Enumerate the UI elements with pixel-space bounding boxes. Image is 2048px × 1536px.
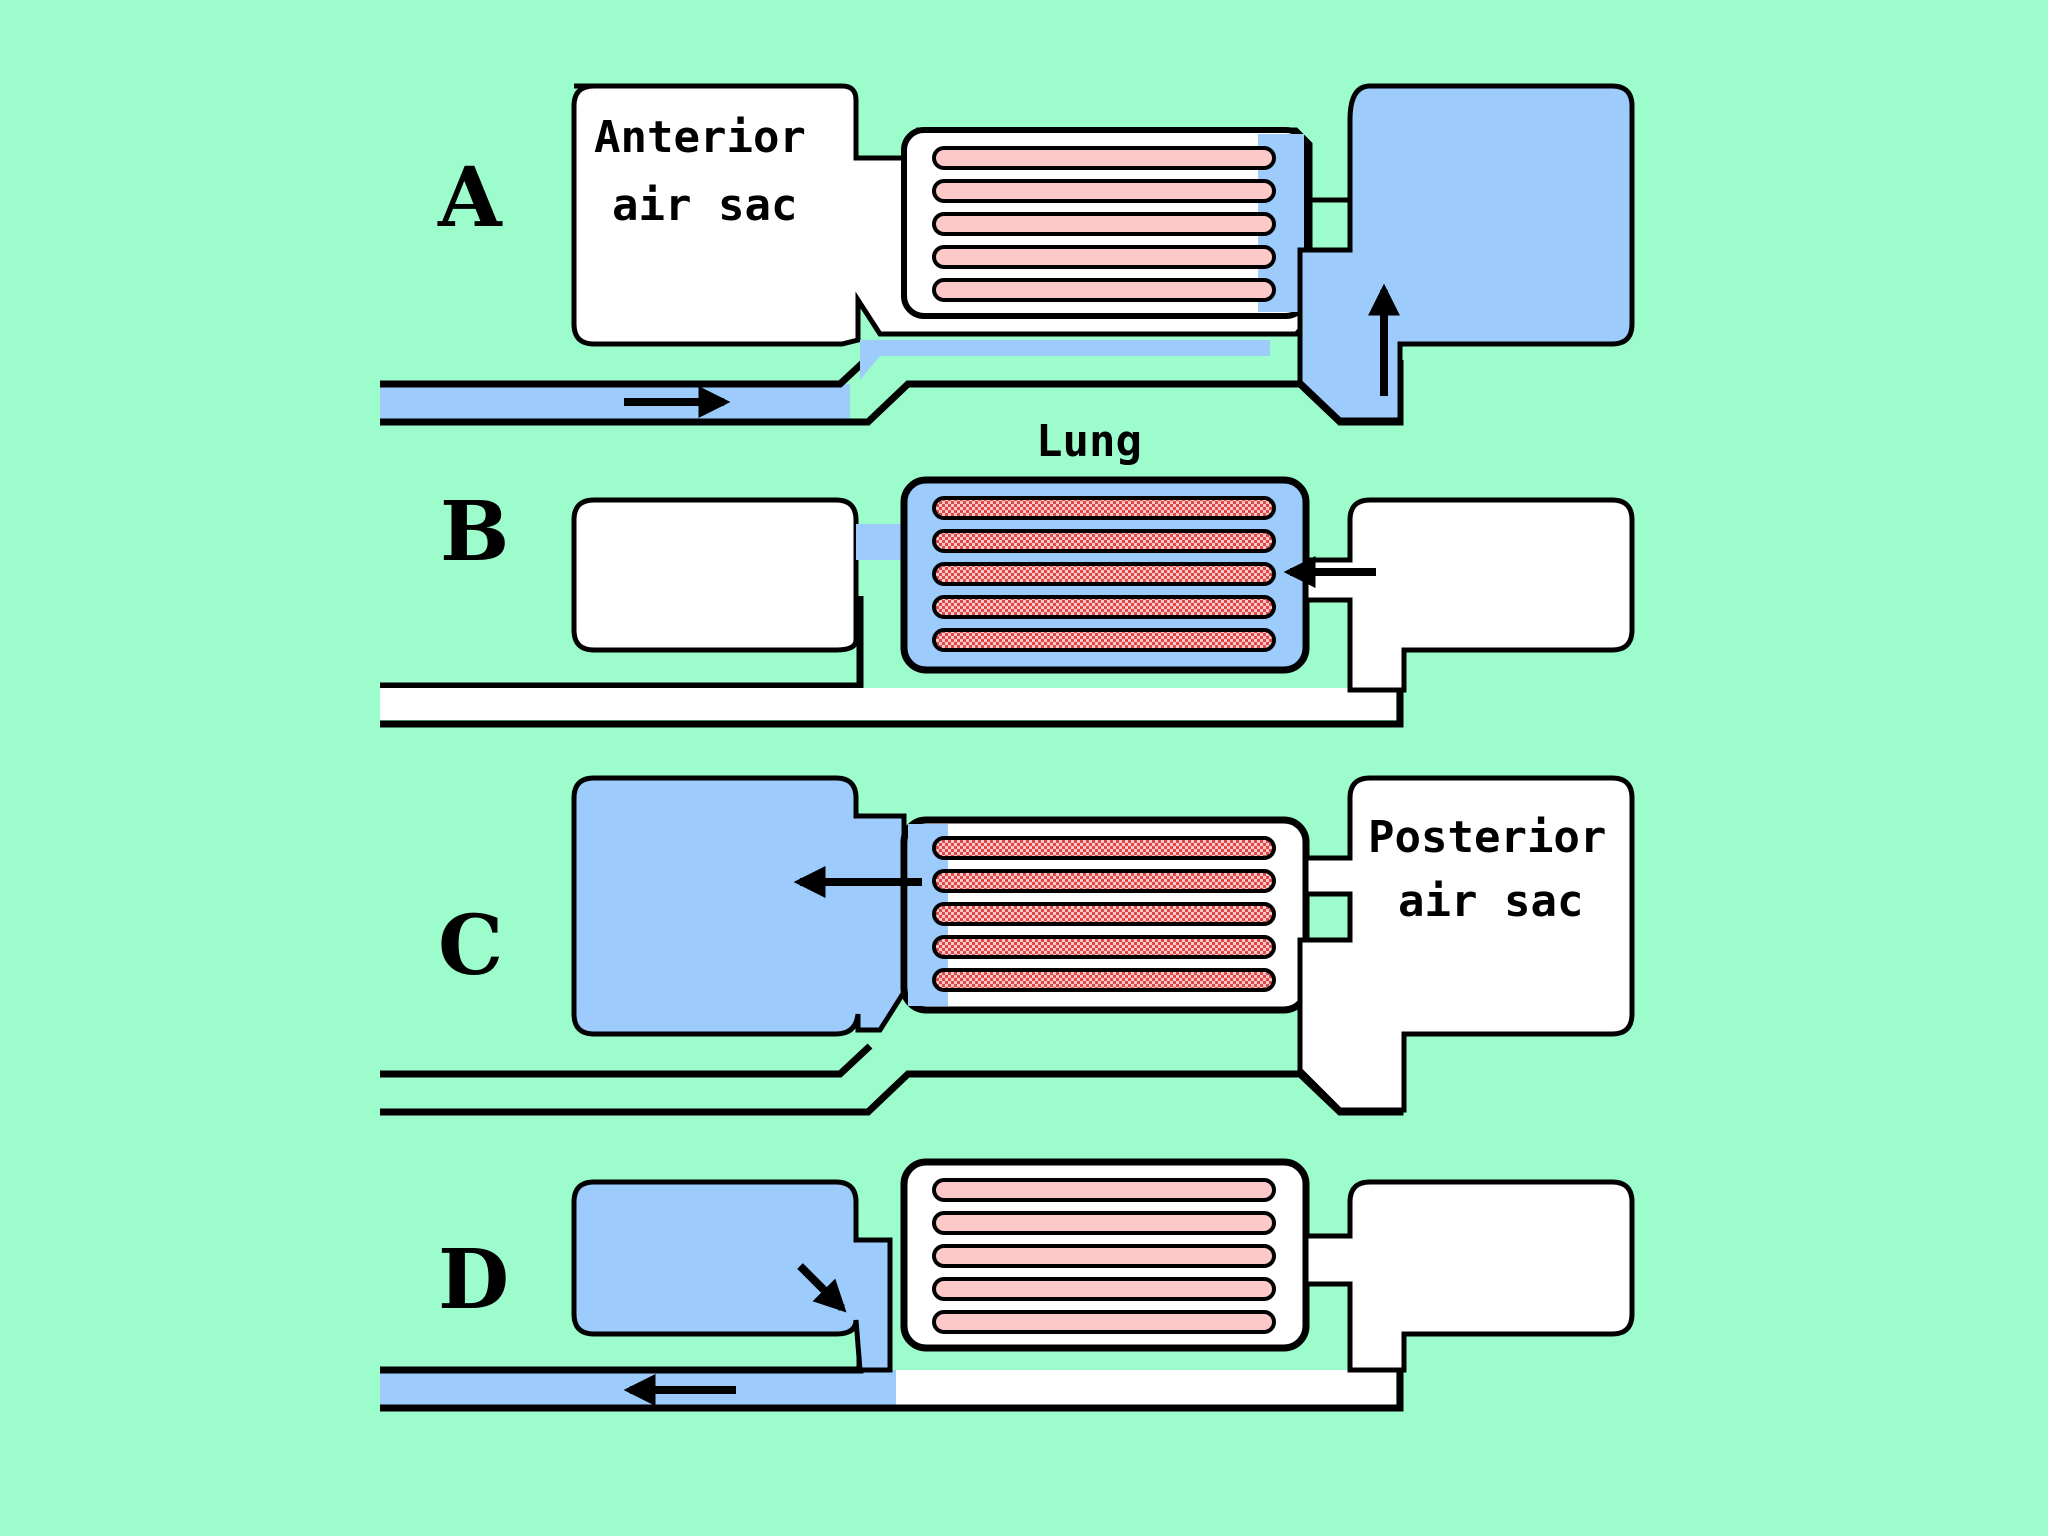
parabronchi (932, 496, 1276, 652)
anterior-air-sac (571, 497, 859, 653)
lung-label: Lung (1036, 416, 1142, 467)
panel-letter: B (440, 484, 509, 580)
parabronchi (932, 836, 1276, 992)
parabronchi (932, 146, 1276, 302)
trachea-tube (380, 353, 1404, 426)
posterior-air-sac (1297, 775, 1635, 1113)
to-trachea-arrow (797, 1263, 847, 1313)
trachea-tube (380, 1036, 1404, 1116)
air-duct (860, 340, 1270, 380)
panel-letter: C (438, 898, 503, 994)
panel-letter: D (438, 1232, 509, 1328)
panel-d: D (380, 1158, 1635, 1412)
panel-b: B Lung (380, 416, 1635, 728)
anterior-air-sac (571, 775, 907, 1037)
anterior-air-sac (571, 1179, 893, 1373)
anterior-label-line1: Anterior (594, 112, 806, 163)
panel-letter: A (437, 150, 503, 246)
inlet-air (380, 384, 850, 422)
panel-c: C Posterior air sac (380, 775, 1635, 1116)
panel-a: A Anterior air sac (380, 83, 1635, 426)
anterior-label-line2: air sac (612, 180, 797, 231)
posterior-air-sac (1303, 1179, 1635, 1373)
posterior-label-line1: Posterior (1368, 812, 1606, 863)
posterior-air-sac (1303, 497, 1635, 693)
parabronchi (932, 1178, 1276, 1334)
posterior-air-sac (1297, 83, 1635, 423)
air-duct (856, 524, 906, 560)
posterior-label-line2: air sac (1398, 876, 1583, 927)
